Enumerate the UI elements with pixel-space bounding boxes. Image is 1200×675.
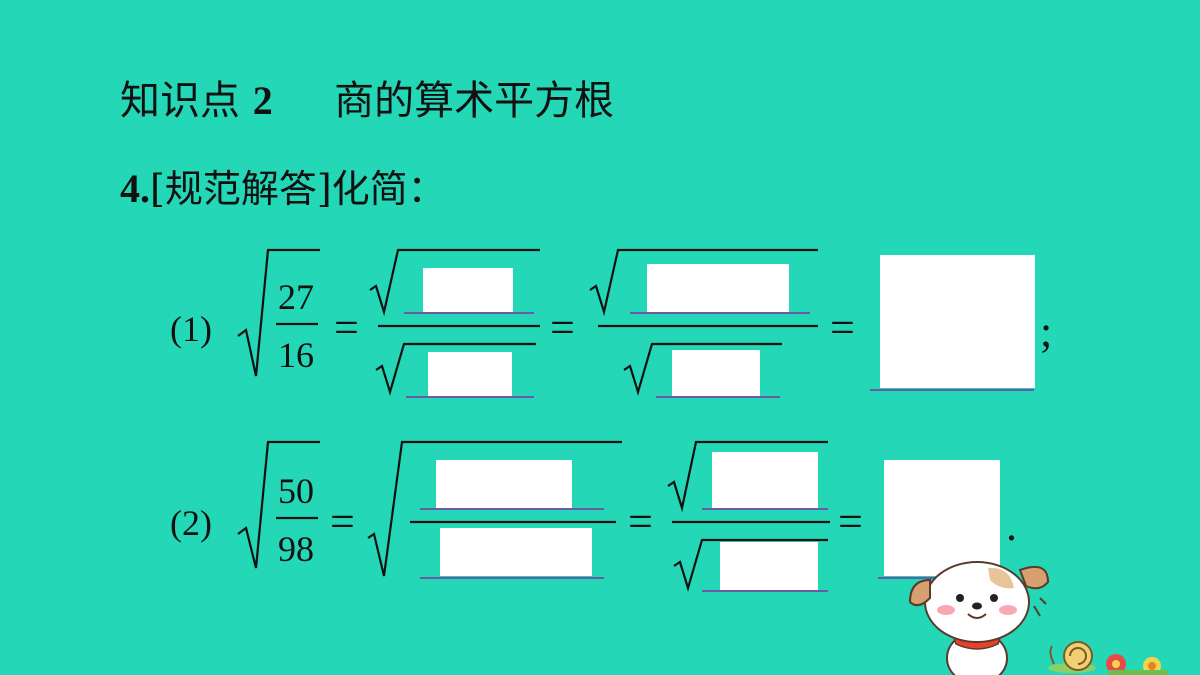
blank-underline (420, 577, 604, 579)
radical-sign (375, 342, 536, 396)
radical-sign (237, 248, 320, 377)
part-1-label: (1) (170, 309, 212, 349)
part-2-numerator: 50 (278, 471, 314, 511)
radical-sign (673, 538, 828, 592)
problem-statement: 4.[规范解答]化简： (120, 158, 446, 213)
radical-sign (667, 440, 828, 513)
blank-underline (702, 508, 828, 510)
radical-sign (237, 440, 320, 569)
answer-blank[interactable] (440, 528, 592, 576)
blank-underline (420, 508, 604, 510)
blank-underline (870, 389, 1034, 391)
cartoon-dog-illustration (908, 561, 1168, 675)
radical-sign (369, 248, 540, 317)
radical-sign (589, 248, 818, 317)
problem-tag: [规范解答] (150, 167, 332, 211)
part-2-label: (2) (170, 503, 212, 543)
blank-underline (406, 396, 534, 398)
equals-sign: = (628, 497, 653, 546)
blank-underline (656, 396, 780, 398)
answer-blank[interactable] (880, 255, 1035, 388)
problem-instruction: 化简： (331, 167, 446, 211)
section-heading: 知识点 2 商的算术平方根 (120, 68, 614, 126)
section-label: 知识点 (120, 78, 240, 124)
section-number: 2 (252, 78, 273, 123)
answer-blank[interactable] (672, 350, 760, 396)
equals-sign: = (830, 303, 855, 352)
answer-blank[interactable] (436, 460, 572, 508)
radical-sign (623, 342, 782, 396)
answer-blank[interactable] (884, 460, 1000, 576)
blank-underline (630, 312, 810, 314)
answer-blank[interactable] (647, 264, 789, 312)
part-1-denominator: 16 (278, 335, 314, 375)
part-1-end-mark: ; (1040, 307, 1053, 356)
part-2-denominator: 98 (278, 529, 314, 569)
blank-underline (702, 590, 828, 592)
radical-sign (367, 440, 622, 577)
equals-sign: = (838, 497, 863, 546)
equals-sign: = (550, 303, 575, 352)
part-1-numerator: 27 (278, 277, 314, 317)
problem-number: 4. (120, 166, 150, 211)
answer-blank[interactable] (423, 268, 513, 312)
equals-sign: = (334, 303, 359, 352)
answer-blank[interactable] (712, 452, 818, 508)
blank-underline (404, 312, 534, 314)
section-title: 商的算术平方根 (334, 78, 615, 124)
answer-blank[interactable] (428, 352, 512, 396)
answer-blank[interactable] (720, 542, 818, 590)
part-2-end-mark: . (1006, 501, 1017, 550)
equals-sign: = (330, 497, 355, 546)
